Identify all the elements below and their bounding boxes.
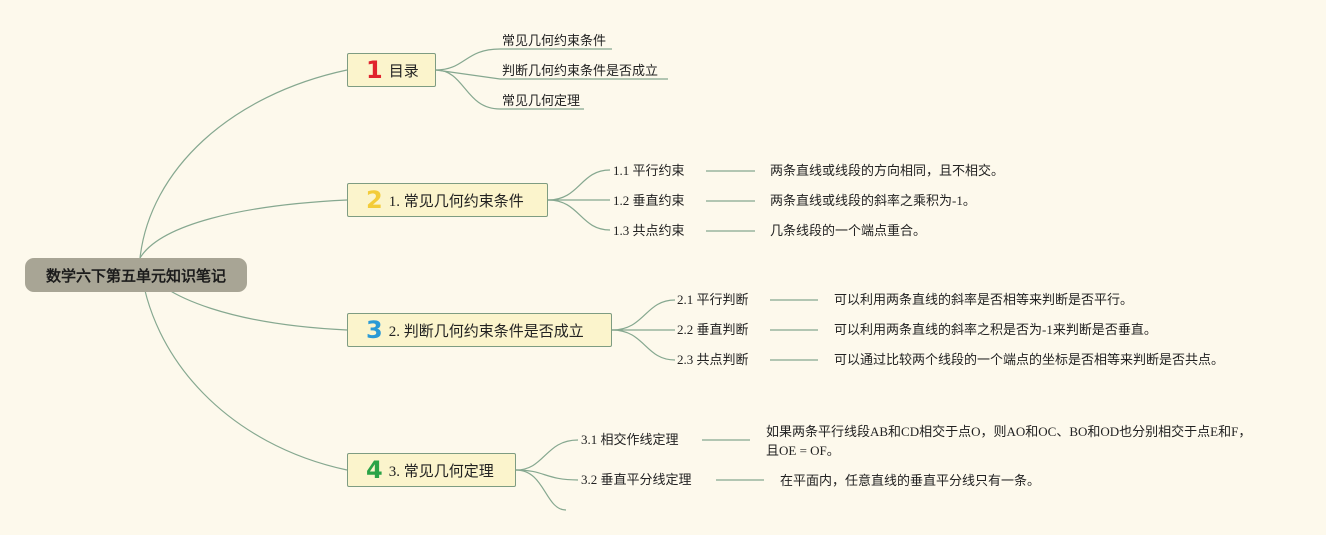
toc-item[interactable]: 判断几何约束条件是否成立 (502, 63, 659, 78)
branch-connector (435, 69, 668, 80)
branch-connector (435, 69, 584, 110)
subtopic-label[interactable]: 2.2 垂直判断 (677, 322, 749, 337)
branch-connector (547, 169, 611, 201)
branch-geometry-constraints[interactable]: 2 1. 常见几何约束条件 (347, 183, 548, 217)
root-topic[interactable]: 数学六下第五单元知识笔记 (25, 258, 247, 292)
root-connector (139, 69, 348, 259)
subtopic-detail: 可以利用两条直线的斜率是否相等来判断是否平行。 (834, 292, 1134, 307)
subtopic-detail: 两条直线或线段的斜率之乘积为-1。 (770, 193, 976, 208)
root-connector (139, 199, 348, 259)
branch-connector (515, 439, 579, 471)
branch-connector (515, 469, 567, 511)
branch-connector (435, 48, 612, 71)
toc-item[interactable]: 常见几何定理 (502, 93, 581, 108)
subtopic-detail: 可以利用两条直线的斜率之积是否为-1来判断是否垂直。 (834, 322, 1157, 337)
branch-connector (547, 199, 611, 231)
branch-connector (611, 299, 676, 331)
branch-connector (515, 469, 579, 481)
subtopic-label[interactable]: 1.2 垂直约束 (613, 193, 685, 208)
subtopic-detail: 如果两条平行线段AB和CD相交于点O，则AO和OC、BO和OD也分别相交于点E和… (766, 424, 1252, 458)
subtopic-label[interactable]: 1.1 平行约束 (613, 163, 685, 178)
number-badge-2: 2 (366, 186, 383, 214)
number-badge-3: 3 (366, 316, 383, 344)
subtopic-label[interactable]: 2.1 平行判断 (677, 292, 749, 307)
subtopic-label[interactable]: 2.3 共点判断 (677, 352, 749, 367)
subtopic-detail: 在平面内，任意直线的垂直平分线只有一条。 (780, 473, 1041, 488)
branch-title: 1. 常见几何约束条件 (388, 193, 524, 210)
root-topic-label: 数学六下第五单元知识笔记 (45, 267, 226, 285)
toc-item[interactable]: 常见几何约束条件 (502, 33, 607, 48)
number-badge-1: 1 (366, 56, 383, 84)
subtopic-detail: 可以通过比较两个线段的一个端点的坐标是否相等来判断是否共点。 (834, 352, 1225, 367)
branch-connector (611, 329, 676, 361)
subtopic-detail: 几条线段的一个端点重合。 (770, 223, 927, 238)
subtopic-label[interactable]: 3.2 垂直平分线定理 (581, 472, 692, 487)
branch-geometry-theorems[interactable]: 4 3. 常见几何定理 (347, 453, 516, 487)
subtopic-label[interactable]: 3.1 相交作线定理 (581, 432, 679, 447)
number-badge-4: 4 (366, 456, 383, 484)
subtopic-label[interactable]: 1.3 共点约束 (613, 223, 685, 238)
subtopic-detail: 两条直线或线段的方向相同，且不相交。 (770, 163, 1005, 178)
branch-judge-constraints[interactable]: 3 2. 判断几何约束条件是否成立 (347, 313, 612, 347)
branch-toc[interactable]: 1 目录 (347, 53, 436, 87)
branch-title: 目录 (388, 63, 419, 80)
root-connector (139, 261, 348, 471)
branch-title: 2. 判断几何约束条件是否成立 (388, 323, 584, 340)
branch-title: 3. 常见几何定理 (388, 463, 494, 480)
